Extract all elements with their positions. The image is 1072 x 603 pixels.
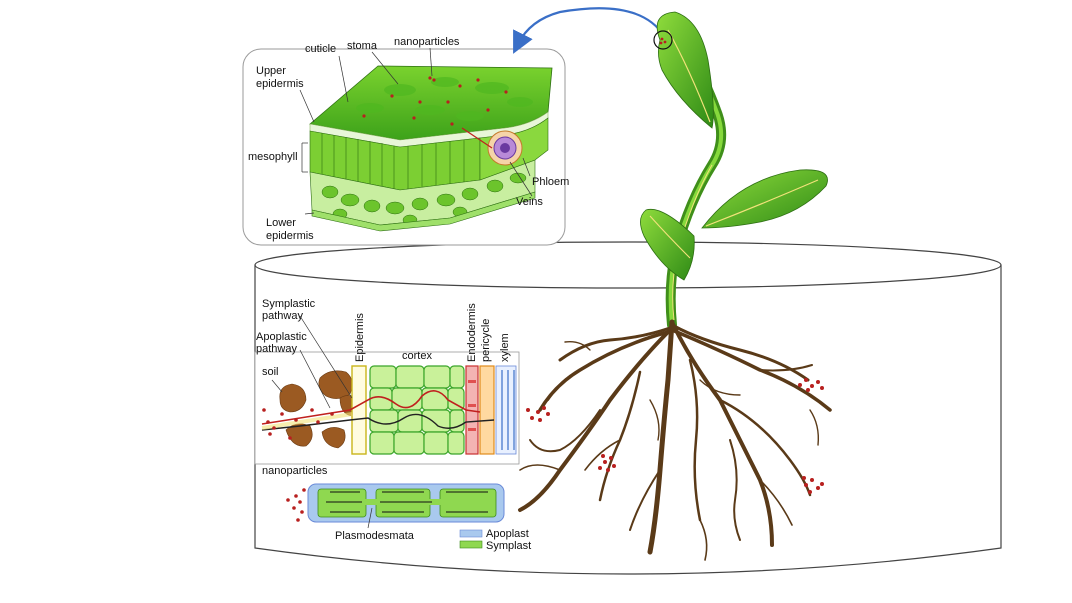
symplastic-pathway-line — [261, 413, 495, 431]
label-symplastic-pathway-2: pathway — [262, 310, 303, 322]
leaf-to-inset-arrow — [513, 7, 665, 54]
label-apoplastic-pathway-2: pathway — [256, 343, 297, 355]
label-veins: Veins — [516, 196, 543, 208]
label-pericycle: pericycle — [480, 318, 492, 362]
legend-label-apoplast: Apoplast — [486, 528, 529, 540]
label-xylem: xylem — [499, 333, 511, 362]
label-nanoparticles-root: nanoparticles — [262, 465, 328, 477]
root-cross-section-panel — [254, 315, 520, 465]
apoplastic-pathway-line — [261, 390, 481, 425]
label-plasmodesmata: Plasmodesmata — [335, 530, 414, 542]
pot-container — [254, 241, 1002, 575]
label-soil: soil — [262, 366, 279, 378]
leaf-nanoparticles — [362, 76, 508, 126]
legend-swatch-symplast — [459, 540, 483, 549]
label-mesophyll: mesophyll — [248, 151, 298, 163]
label-endodermis: Endodermis — [466, 303, 478, 362]
plasmodesmata-diagram — [286, 483, 505, 529]
label-apoplastic-pathway-1: Apoplastic — [256, 331, 307, 343]
label-stoma: stoma — [347, 40, 377, 52]
legend-label-symplast: Symplast — [486, 540, 532, 552]
label-upper-epidermis-2: epidermis — [256, 78, 304, 90]
label-cortex: cortex — [402, 350, 432, 362]
left-leaf — [640, 208, 695, 281]
label-upper-epidermis-1: Upper — [256, 65, 286, 77]
right-leaf — [701, 169, 828, 229]
label-lower-epidermis-2: epidermis — [266, 230, 314, 242]
legend-swatch-apoplast — [459, 529, 483, 538]
plant-shoot — [640, 11, 828, 330]
leaf-cross-section-panel — [242, 47, 566, 246]
label-symplastic-pathway-1: Symplastic — [262, 298, 316, 310]
label-epidermis: Epidermis — [354, 313, 366, 362]
label-cuticle: cuticle — [305, 43, 337, 55]
vascular-bundle — [487, 130, 523, 166]
root-nanoparticles — [526, 378, 824, 494]
cortex-cells — [369, 365, 465, 455]
top-leaf — [656, 11, 714, 129]
plant-roots — [518, 319, 832, 561]
label-lower-epidermis-1: Lower — [266, 217, 296, 229]
label-phloem: Phloem — [532, 176, 570, 188]
label-nanoparticles-leaf: nanoparticles — [394, 36, 460, 48]
